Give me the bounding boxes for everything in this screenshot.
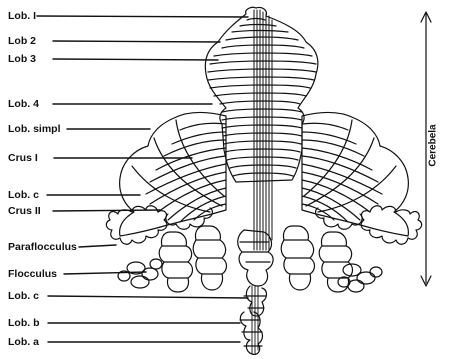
leader-lines: [37, 16, 248, 342]
midline-stripes: [254, 10, 272, 250]
flocculi: [118, 259, 382, 292]
central-lobules: [238, 230, 273, 354]
cerebela-arrow: [421, 12, 431, 286]
paraflocculus-columns: [159, 226, 352, 292]
paraflocculus-band: [106, 206, 421, 245]
